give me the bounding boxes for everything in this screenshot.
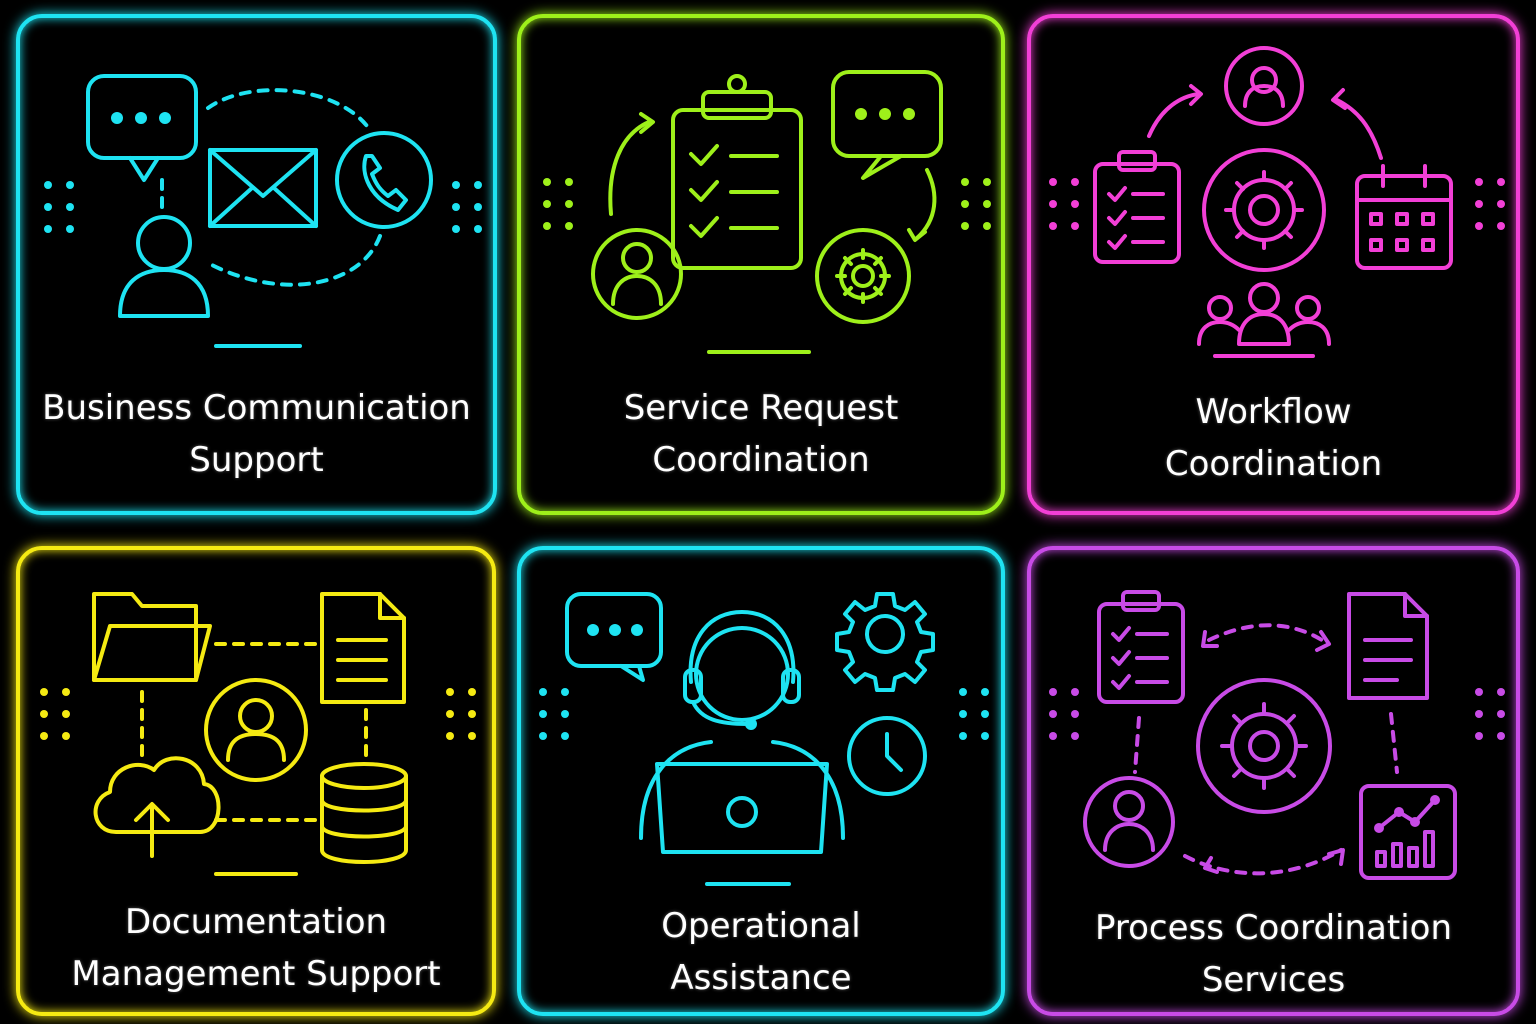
card-workflow[interactable]: Workflow Coordination — [1027, 14, 1520, 515]
user-icon — [118, 215, 210, 318]
card-title-line2: Support — [189, 440, 324, 480]
card-operational[interactable]: Operational Assistance — [517, 546, 1005, 1016]
documentation-illustration — [40, 592, 476, 876]
dot-grid-left-icon — [1049, 688, 1079, 740]
user-circle-icon — [591, 228, 683, 320]
gear-icon — [835, 592, 935, 692]
cloud-upload-icon — [93, 756, 221, 858]
user-circle-icon — [1083, 776, 1175, 868]
dot-grid-right-icon — [452, 181, 482, 233]
chat-bubble-icon — [565, 592, 663, 682]
dot-grid-right-icon — [959, 688, 989, 740]
dot-grid-right-icon — [1475, 178, 1505, 230]
clock-icon — [847, 716, 927, 796]
card-title: Service Request Coordination — [521, 382, 1001, 486]
clipboard-checklist-icon — [1093, 150, 1181, 264]
card-title-line1: Documentation — [124, 902, 388, 942]
card-title: Business Communication Support — [20, 382, 493, 486]
card-title-line1: Operational — [661, 906, 861, 946]
card-title-line2: Assistance — [670, 958, 852, 998]
gear-circle-icon — [815, 228, 911, 324]
dot-grid-left-icon — [1049, 178, 1079, 230]
chat-bubble-icon — [86, 74, 198, 182]
headset-agent-icon — [639, 610, 845, 840]
card-title-line1: Process Coordination — [1094, 908, 1453, 948]
clipboard-checklist-icon — [671, 74, 803, 270]
user-circle-icon — [204, 678, 308, 782]
dot-grid-left-icon — [44, 181, 74, 233]
card-process-coordination[interactable]: Process Coordination Services — [1027, 546, 1520, 1016]
dot-grid-left-icon — [543, 178, 573, 230]
dot-grid-left-icon — [40, 688, 70, 740]
calendar-icon — [1355, 164, 1453, 270]
card-documentation[interactable]: Documentation Management Support — [16, 546, 496, 1016]
clipboard-checklist-icon — [1097, 590, 1185, 704]
card-title-line1: Workflow — [1195, 392, 1352, 432]
card-title: Process Coordination Services — [1031, 902, 1516, 1006]
card-title: Workflow Coordination — [1031, 386, 1516, 490]
card-title-line2: Coordination — [1164, 444, 1383, 484]
team-icon — [1197, 282, 1331, 346]
process-coordination-illustration — [1049, 590, 1505, 880]
user-circle-icon — [1224, 46, 1304, 126]
folder-icon — [92, 592, 212, 682]
chart-report-icon — [1359, 784, 1457, 880]
card-service-request[interactable]: Service Request Coordination — [517, 14, 1005, 515]
laptop-icon — [655, 762, 829, 886]
card-title: Documentation Management Support — [20, 896, 492, 1000]
workflow-illustration — [1049, 46, 1505, 358]
gear-circle-icon — [1202, 148, 1326, 272]
dot-grid-left-icon — [539, 688, 569, 740]
card-title-line2: Services — [1201, 960, 1346, 1000]
business-communication-illustration — [44, 74, 482, 348]
operational-illustration — [539, 592, 989, 886]
document-icon — [320, 592, 406, 704]
dot-grid-right-icon — [961, 178, 991, 230]
card-title-line2: Coordination — [652, 440, 870, 480]
document-icon — [1347, 592, 1429, 700]
card-title-line2: Management Support — [71, 954, 441, 994]
dot-grid-right-icon — [1475, 688, 1505, 740]
card-title-line1: Business Communication — [42, 388, 471, 428]
envelope-icon — [208, 148, 318, 228]
phone-icon — [335, 131, 433, 229]
dot-grid-right-icon — [446, 688, 476, 740]
gear-circle-icon — [1196, 678, 1332, 814]
card-title-line1: Service Request — [623, 388, 899, 428]
card-title: Operational Assistance — [521, 900, 1001, 1004]
database-icon — [320, 762, 408, 864]
chat-bubble-icon — [831, 70, 943, 180]
service-request-illustration — [543, 70, 991, 354]
card-business-communication[interactable]: Business Communication Support — [16, 14, 497, 515]
